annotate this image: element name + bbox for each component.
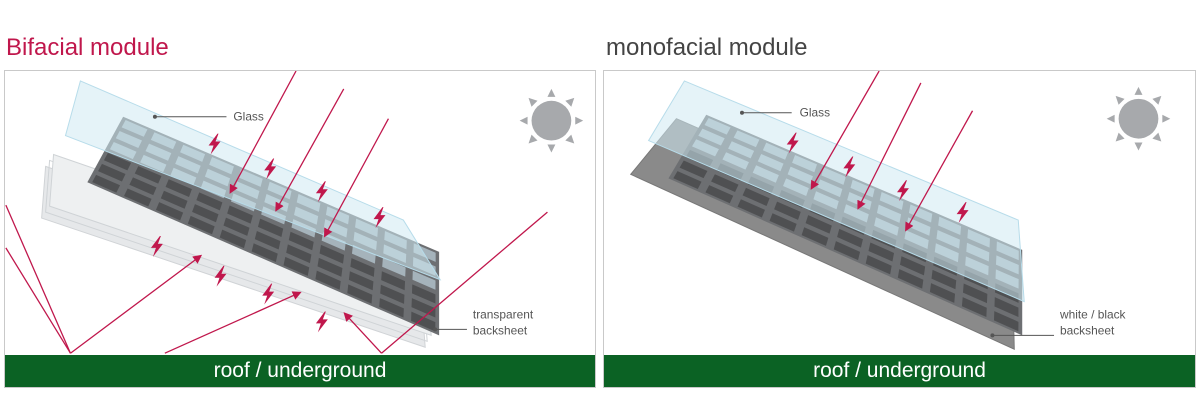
solar-cell <box>868 242 895 262</box>
solar-cell <box>673 171 702 190</box>
solar-cell <box>801 227 829 246</box>
monofacial-title: monofacial module <box>606 34 808 61</box>
solar-cell <box>347 284 373 304</box>
solar-cell <box>254 230 281 250</box>
solar-cell <box>929 283 956 303</box>
solar-cell <box>134 166 162 184</box>
solar-cell <box>283 256 310 276</box>
solar-cell <box>286 244 312 264</box>
solar-cell <box>155 202 184 221</box>
arrow-icon <box>323 118 390 238</box>
solar-cell <box>962 283 988 304</box>
solar-cell <box>192 204 219 223</box>
solar-cell <box>774 201 801 220</box>
solar-cell <box>350 258 375 277</box>
solar-cell <box>98 163 126 182</box>
solar-cell <box>897 269 924 289</box>
solar-cell <box>315 270 341 290</box>
solar-cell <box>705 185 734 204</box>
solar-cell <box>223 217 250 236</box>
solar-cell <box>994 297 1019 318</box>
lightning-icon <box>315 311 328 333</box>
solar-cell <box>92 174 121 193</box>
sun-icon <box>519 88 584 153</box>
solar-cell <box>931 269 957 290</box>
arrow-icon <box>810 71 880 190</box>
solar-cell <box>288 231 314 251</box>
arrow-icon <box>164 291 302 354</box>
bifacial-panel: Glass transparent backsheet <box>4 70 596 388</box>
glass-layer <box>64 80 442 281</box>
solar-cell <box>411 284 436 304</box>
arrow-icon <box>70 254 203 354</box>
solar-cell <box>129 177 157 196</box>
sun-icon <box>1106 86 1171 151</box>
solar-cell <box>348 271 374 291</box>
solar-cell <box>381 271 406 291</box>
solar-cell <box>187 215 215 235</box>
arrow-icon <box>229 71 297 194</box>
incoming-sun-rays <box>810 71 974 232</box>
solar-cell <box>251 243 278 262</box>
backsheet-label-line2: backsheet <box>473 323 528 337</box>
incoming-sun-rays <box>229 71 390 238</box>
solar-cell <box>379 298 404 318</box>
solar-cell <box>961 297 987 318</box>
arrow-icon <box>857 82 922 210</box>
solar-cell <box>833 241 861 261</box>
solar-cell <box>737 199 765 218</box>
solar-cell <box>742 187 770 206</box>
solar-cell <box>319 244 345 264</box>
solar-cell <box>380 284 405 304</box>
solar-cell <box>103 152 132 171</box>
glass-label: Glass <box>233 110 263 124</box>
solar-cell <box>412 270 436 290</box>
reflected-rays <box>5 204 548 354</box>
solar-cell <box>711 174 739 193</box>
solar-cell <box>769 213 797 232</box>
arrow-icon <box>275 88 345 212</box>
solar-cell <box>160 190 188 209</box>
bifacial-diagram: Glass transparent backsheet <box>5 71 584 354</box>
ground-bar: roof / underground <box>5 355 595 387</box>
solar-cell <box>317 257 343 277</box>
solar-cell <box>196 192 223 211</box>
solar-cell <box>899 256 926 276</box>
solar-cell <box>257 218 284 237</box>
solar-cell <box>165 179 192 198</box>
monofacial-diagram: Glass white / black backsheet <box>629 71 1171 351</box>
solar-cell <box>994 311 1019 332</box>
ground-bar: roof / underground <box>604 355 1195 387</box>
bifacial-title: Bifacial module <box>6 34 169 61</box>
solar-cell <box>382 257 406 277</box>
solar-cell <box>805 215 832 234</box>
solar-cell <box>679 160 708 179</box>
glass-layer <box>647 80 1025 303</box>
solar-cell <box>227 205 253 224</box>
solar-cell <box>865 255 892 275</box>
monofacial-panel: Glass white / black backsheet roof / und… <box>603 70 1196 388</box>
backsheet-label-line1: white / black <box>1059 307 1126 321</box>
solar-cell <box>351 244 376 264</box>
solar-cell <box>124 188 152 207</box>
backsheet-label-line1: transparent <box>473 307 534 321</box>
solar-cell <box>411 311 436 332</box>
solar-cell <box>219 229 247 249</box>
glass-label: Glass <box>800 106 830 120</box>
backsheet-label-line2: backsheet <box>1060 323 1115 337</box>
arrow-icon <box>905 110 974 232</box>
arrow-icon <box>343 312 382 354</box>
solar-cell <box>837 228 863 248</box>
